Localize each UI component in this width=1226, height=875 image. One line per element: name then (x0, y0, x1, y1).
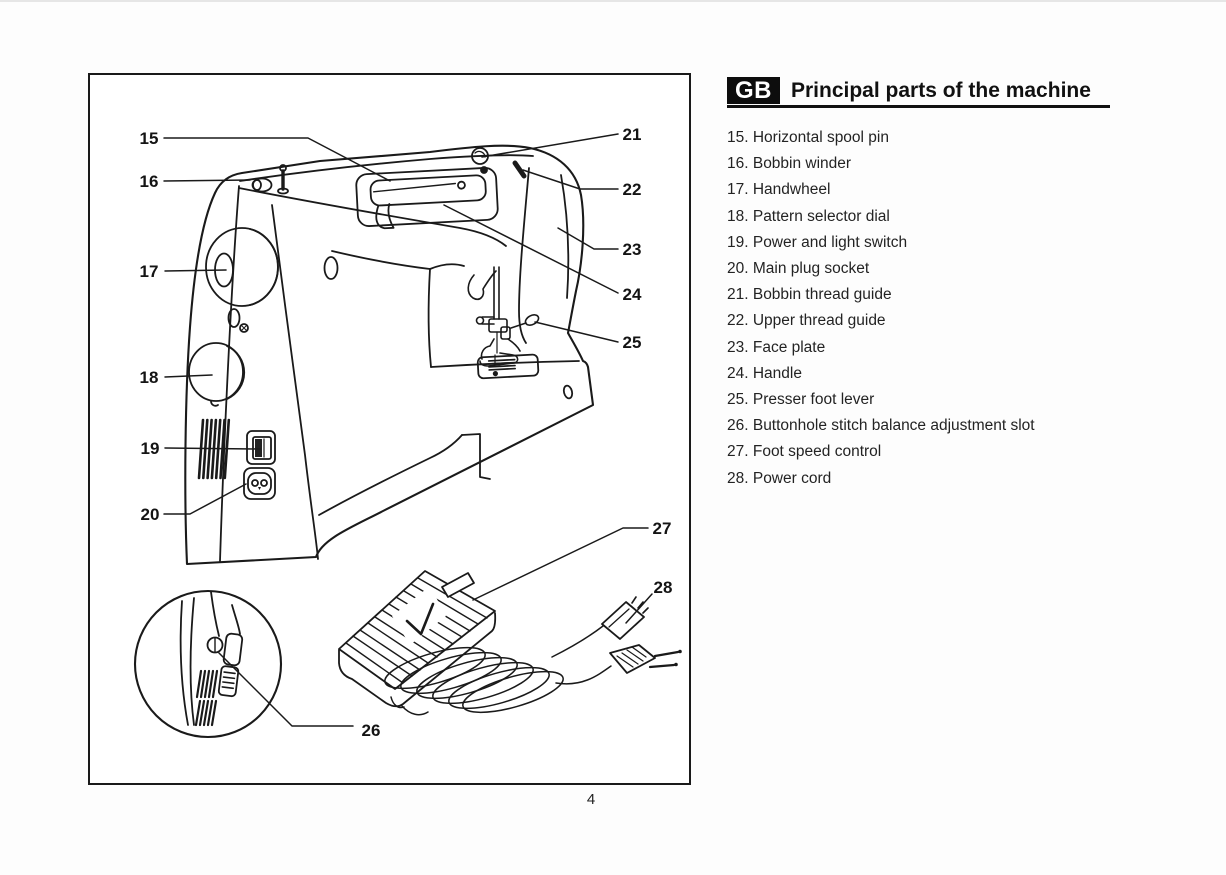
part-list-item: 15. Horizontal spool pin (727, 129, 889, 146)
callout-20: 20 (141, 505, 160, 524)
leader-22 (522, 169, 619, 190)
callout-26: 26 (362, 721, 381, 740)
inset-detail-circle (133, 589, 283, 739)
callout-22: 22 (623, 180, 642, 199)
part-list-item: 17. Handwheel (727, 181, 831, 199)
leader-17 (164, 269, 227, 272)
part-list-item: 21. Bobbin thread guide (727, 286, 892, 304)
part-list-item: 25. Presser foot lever (727, 391, 875, 409)
handle-recess-drawing (355, 167, 499, 230)
callout-17: 17 (140, 262, 159, 281)
leader-19 (164, 447, 261, 450)
callout-25: 25 (623, 333, 642, 352)
leader-25 (534, 321, 619, 343)
callout-21: 21 (623, 125, 642, 144)
handwheel-drawing (205, 227, 279, 333)
leader-20 (163, 483, 247, 515)
leader-18 (164, 374, 213, 378)
leader-26 (218, 652, 354, 727)
callout-27: 27 (653, 519, 672, 538)
callout-24: 24 (623, 285, 642, 304)
callout-18: 18 (140, 368, 159, 387)
leader-lines (163, 133, 653, 727)
page-title: Principal parts of the machine (791, 79, 1091, 102)
callout-19: 19 (141, 439, 160, 458)
leader-24 (443, 204, 619, 294)
leader-27 (472, 527, 649, 601)
parts-legend: 15. Horizontal spool pin 16. Bobbin wind… (727, 125, 1035, 492)
power-switch-drawing (246, 430, 276, 465)
part-list-item: 20. Main plug socket (727, 260, 870, 278)
machine-figure: 15 16 17 18 19 20 21 22 23 24 25 26 27 2… (133, 125, 682, 740)
part-list-item: 18. Pattern selector dial (727, 207, 890, 225)
part-list-item: 26. Buttonhole stitch balance adjustment… (727, 417, 1035, 435)
diagram-frame: 15 16 17 18 19 20 21 22 23 24 25 26 27 2… (88, 73, 691, 785)
language-badge: GB (727, 77, 780, 104)
part-list-item: 16. Bobbin winder (727, 155, 852, 173)
power-cord-drawing (384, 625, 612, 716)
bobbin-winder-drawing (251, 164, 289, 195)
page-number: 4 (586, 791, 596, 808)
leader-16 (163, 179, 251, 182)
callout-16: 16 (140, 172, 159, 191)
foot-pedal-drawing (338, 570, 497, 709)
part-list-item: 27. Foot speed control (727, 443, 882, 461)
leader-15 (163, 137, 391, 182)
title-underline (727, 105, 1110, 108)
callout-15: 15 (140, 129, 159, 148)
wall-plug-drawing (609, 644, 682, 674)
scan-edge-line (0, 0, 1226, 2)
plug-socket-drawing (243, 467, 276, 500)
leader-28 (625, 593, 653, 624)
pattern-dial-drawing (188, 342, 246, 407)
connector-drawing (601, 596, 649, 640)
part-list-item: 24. Handle (727, 364, 802, 382)
stitch-plate-drawing (476, 353, 540, 380)
part-list-item: 19. Power and light switch (727, 233, 908, 251)
machine-body-drawing (184, 144, 595, 566)
part-list-item: 22. Upper thread guide (727, 312, 886, 330)
callout-28: 28 (654, 578, 673, 597)
leader-23 (557, 227, 619, 250)
part-list-item: 23. Face plate (727, 338, 826, 356)
callout-23: 23 (623, 240, 642, 259)
leader-21 (481, 133, 619, 158)
upper-thread-guide-drawing (512, 160, 527, 179)
part-list-item: 28. Power cord (727, 469, 832, 487)
